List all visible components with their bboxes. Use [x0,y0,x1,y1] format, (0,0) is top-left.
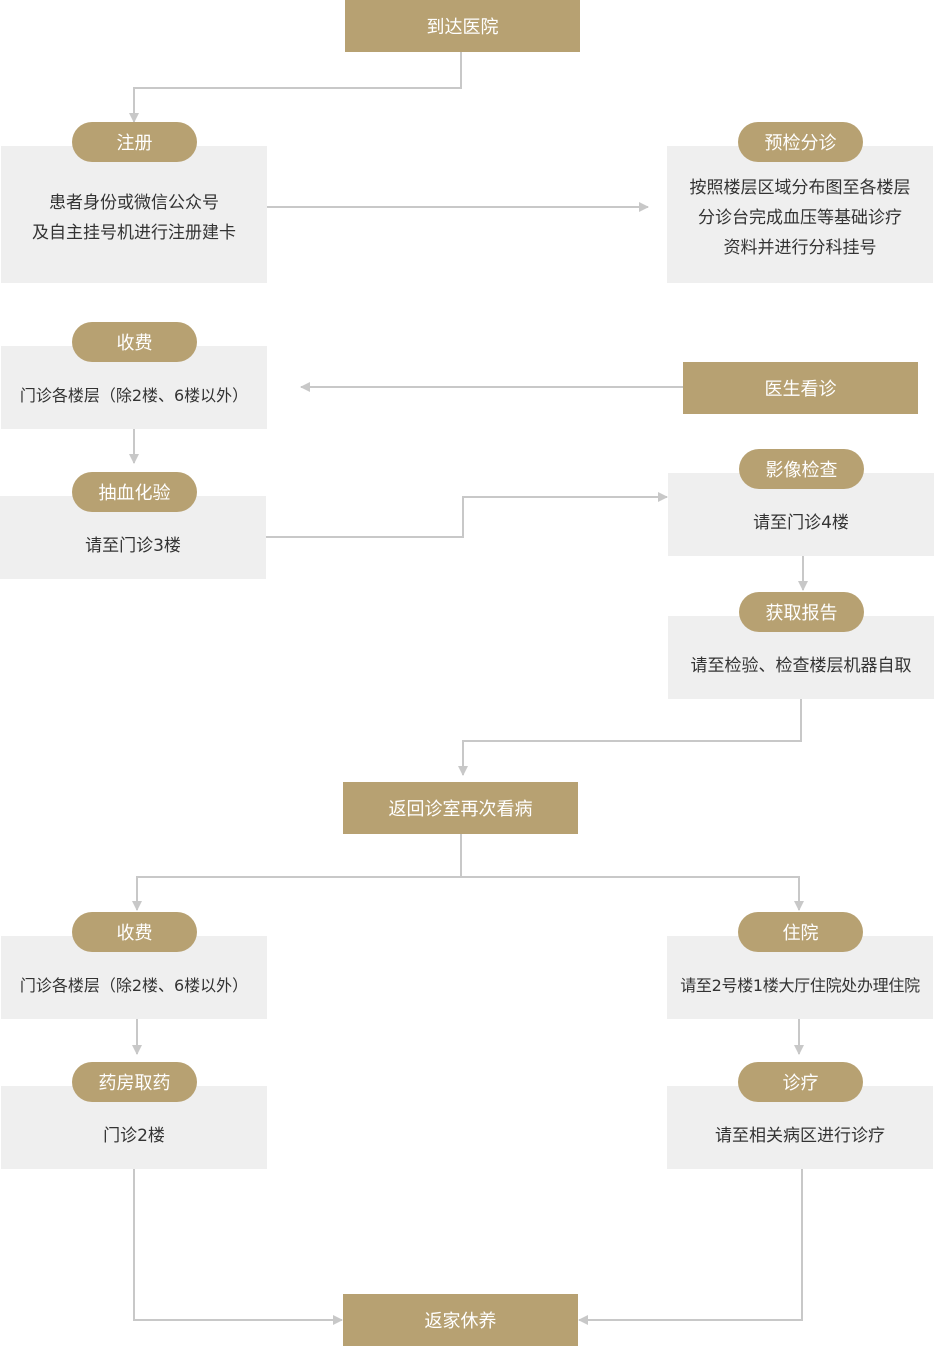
triage-line-3: 资料并进行分科挂号 [723,237,877,258]
register-line-2: 及自主挂号机进行注册建卡 [32,222,236,243]
step-doctor-visit: 医生看诊 [683,362,918,414]
triage-line-1: 按照楼层区域分布图至各楼层 [689,177,911,198]
connector-treatment-rest [578,1168,803,1325]
report-pill: 获取报告 [739,592,864,632]
fee1-text: 门诊各楼层（除2楼、6楼以外） [19,385,249,405]
step-home-rest: 返家休养 [343,1294,578,1346]
fee1-pill: 收费 [72,322,197,362]
blood-test-pill: 抽血化验 [72,472,197,512]
register-card: 患者身份或微信公众号 及自主挂号机进行注册建卡 [1,146,267,283]
connector-arrive-register [129,52,462,123]
connector-blood-imaging [266,492,668,538]
imaging-text: 请至门诊4楼 [753,512,849,533]
connector-pharmacy-rest [133,1168,343,1325]
step-revisit: 返回诊室再次看病 [343,782,578,834]
connector-revisit-left [132,834,462,911]
fee2-pill: 收费 [72,912,197,952]
register-line-1: 患者身份或微信公众号 [49,192,219,213]
report-text: 请至检验、检查楼层机器自取 [690,655,912,676]
pharmacy-text: 门诊2楼 [103,1125,165,1146]
pharmacy-pill: 药房取药 [72,1062,197,1102]
treatment-text: 请至相关病区进行诊疗 [715,1125,885,1146]
triage-card: 按照楼层区域分布图至各楼层 分诊台完成血压等基础诊疗 资料并进行分科挂号 [667,146,933,283]
register-pill: 注册 [72,122,197,162]
admission-text: 请至2号楼1楼大厅住院处办理住院 [680,975,920,995]
fee1-card: 门诊各楼层（除2楼、6楼以外） [1,346,267,429]
triage-pill: 预检分诊 [738,122,863,162]
blood-test-text: 请至门诊3楼 [85,535,181,556]
admission-pill: 住院 [738,912,863,952]
triage-line-2: 分诊台完成血压等基础诊疗 [698,207,902,228]
step-arrive-hospital: 到达医院 [345,0,580,52]
connector-revisit-right [461,876,804,911]
fee2-text: 门诊各楼层（除2楼、6楼以外） [19,975,249,995]
connector-report-revisit [458,698,802,776]
imaging-pill: 影像检查 [739,449,864,489]
treatment-pill: 诊疗 [738,1062,863,1102]
